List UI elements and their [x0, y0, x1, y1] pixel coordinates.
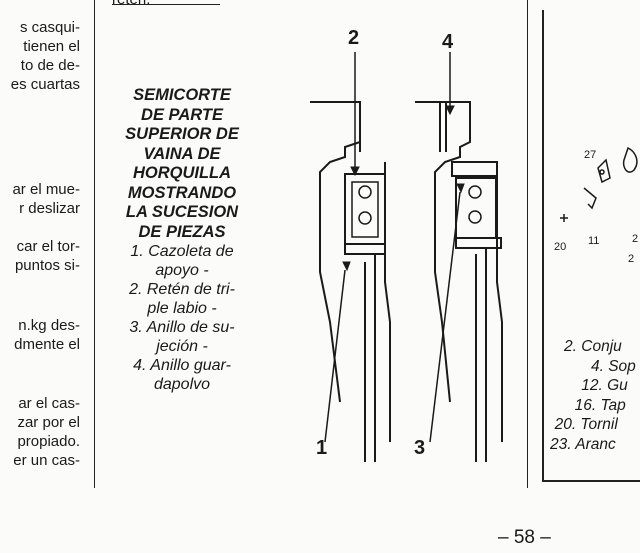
caption-title-line: HORQUILLA — [132, 164, 232, 182]
right-section — [415, 52, 503, 462]
left-column-line: tienen el — [23, 38, 80, 55]
right-legend: 2. Conju 4. Sop 12. Gu 16. Tap 20. Tornil 23.… — [550, 337, 636, 454]
part-11: 11 — [588, 235, 599, 247]
caption-title-line: SEMICORTE — [133, 86, 231, 104]
column-divider-right — [527, 0, 528, 488]
label-4: 4 — [442, 31, 454, 53]
left-text-column: s casqui-tienen el to de de-es cuartas ar … — [0, 18, 80, 488]
caption-item-line: apoyo - — [155, 262, 209, 279]
fork-tube-cross-section-drawing: 2 4 1 3 — [310, 27, 503, 462]
caption-title-line: DE PIEZAS — [138, 222, 226, 241]
left-column-line: es cuartas — [10, 76, 80, 93]
legend-line: 12. Gu — [581, 377, 628, 394]
left-column-line: puntos si- — [14, 257, 80, 274]
caption-item-line: jeción - — [156, 338, 208, 355]
left-column-line: dmente el — [14, 336, 80, 353]
left-column-line: s casqui- — [19, 19, 80, 36]
page-number: – 58 – — [498, 527, 551, 548]
left-column-line: zar por el — [17, 414, 80, 431]
part-2: 2 — [632, 233, 638, 245]
left-column-line: to de de- — [20, 57, 80, 74]
caption-item-line: 4. Anillo guar- — [133, 357, 231, 374]
caption-item-line: 3. Anillo de su- — [129, 319, 235, 336]
exploded-parts-drawing: 27 20 11 2 2 — [554, 146, 638, 265]
legend-line: 2. Conju — [564, 338, 622, 355]
left-column-line: n.kg des- — [18, 317, 80, 334]
top-underline — [112, 4, 220, 5]
caption-title-line: VAINA DE — [143, 144, 221, 163]
left-section — [310, 52, 391, 462]
caption-title-line: LA SUCESION — [125, 203, 239, 221]
left-column-line: ar el cas- — [18, 395, 80, 412]
legend-line: 23. Aranc — [550, 435, 616, 453]
caption-title-line: SUPERIOR DE — [125, 125, 239, 143]
legend-line: 16. Tap — [574, 396, 626, 414]
left-column-line: car el tor- — [16, 238, 80, 255]
label-1: 1 — [316, 437, 327, 459]
label-3: 3 — [414, 437, 425, 459]
legend-line: 4. Sop — [590, 357, 636, 375]
part-27: 27 — [584, 149, 596, 161]
left-column-line: ar el mue- — [12, 181, 80, 198]
caption-item-line: ple labio - — [147, 300, 217, 317]
label-2: 2 — [348, 27, 359, 49]
column-divider-left — [94, 0, 95, 488]
caption-title-line: MOSTRANDO — [127, 183, 237, 202]
left-column-line: er un cas- — [13, 452, 80, 469]
left-column-line: propiado. — [17, 433, 80, 450]
part-20: 20 — [554, 241, 566, 253]
caption-item-line: dapolvo — [153, 376, 211, 393]
part-22: 2 — [628, 253, 634, 265]
left-column-line: r deslizar — [19, 200, 80, 217]
caption-item-line: 2. Retén de tri- — [129, 281, 235, 298]
legend-line: 20. Tornil — [554, 416, 618, 433]
caption-title-line: DE PARTE — [141, 105, 223, 124]
caption-item-line: 1. Cazoleta de — [130, 243, 234, 260]
right-figure-box — [542, 10, 640, 482]
caption-items: 1. Cazoleta de apoyo - 2. Retén de tri-ple… — [108, 242, 256, 394]
